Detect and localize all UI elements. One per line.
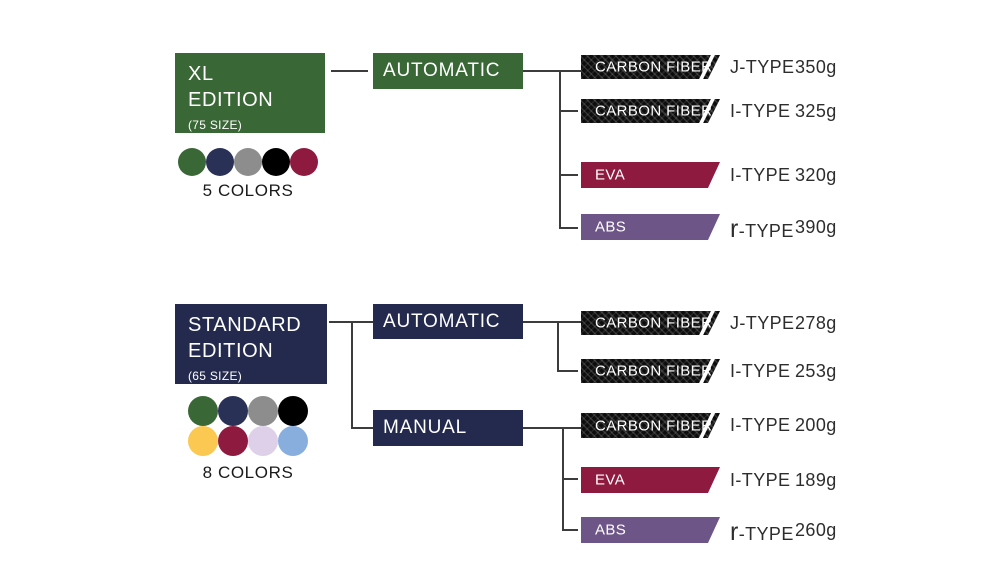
type-label: r-TYPE	[730, 215, 794, 243]
connector-line	[559, 110, 578, 112]
eva-shape	[581, 467, 720, 493]
abs-shape	[581, 517, 720, 543]
type-label: I-TYPE	[730, 470, 791, 490]
mode-label: AUTOMATIC	[383, 310, 501, 332]
edition-card-standard: STANDARD EDITION (65 SIZE)	[175, 304, 327, 384]
material-badge-carbon-fiber: CARBON FIBER	[581, 413, 720, 438]
swatch-dot	[188, 396, 218, 426]
connector-line	[523, 427, 581, 429]
carbon-texture	[581, 311, 720, 335]
connector-line	[557, 370, 578, 372]
swatch-dot	[290, 148, 318, 176]
material-label: ABS	[595, 521, 627, 539]
swatch-dot	[178, 148, 206, 176]
swatch-dot	[248, 426, 278, 456]
swatch-dot	[206, 148, 234, 176]
carbon-texture	[581, 99, 720, 123]
connector-line	[557, 321, 559, 372]
swatch-dot	[218, 396, 248, 426]
swatch-dot	[188, 426, 218, 456]
mode-label: MANUAL	[383, 417, 467, 438]
type-label: I-TYPE	[730, 165, 791, 185]
weight-label: 260g	[795, 520, 837, 540]
swatch-dot	[262, 148, 290, 176]
edition-title-line1: STANDARD	[188, 314, 302, 336]
mode-box-automatic-standard: AUTOMATIC	[373, 304, 523, 339]
edition-size: (75 SIZE)	[188, 118, 243, 132]
connector-line	[523, 321, 581, 323]
weight-label: 320g	[795, 165, 837, 185]
weight-label: 278g	[795, 313, 837, 333]
swatch-dot	[248, 396, 278, 426]
connector-line	[331, 70, 368, 72]
material-badge-carbon-fiber: CARBON FIBER	[581, 99, 720, 123]
swatch-count-label: 5 COLORS	[202, 181, 294, 200]
type-label: I-TYPE	[730, 415, 791, 435]
edition-size: (65 SIZE)	[188, 369, 243, 383]
swatch-dot	[278, 426, 308, 456]
connector-line	[562, 478, 578, 480]
weight-label: 390g	[795, 217, 837, 237]
material-label: ABS	[595, 218, 627, 236]
edition-card-xl: XL EDITION (75 SIZE)	[175, 53, 325, 133]
mode-label: AUTOMATIC	[383, 60, 501, 81]
material-badge-carbon-fiber: CARBON FIBER	[581, 311, 720, 335]
material-label: EVA	[595, 471, 626, 489]
eva-shape	[581, 162, 720, 188]
material-badge-carbon-fiber: CARBON FIBER	[581, 359, 720, 383]
material-badge-abs: ABS	[581, 517, 720, 543]
weight-label: 189g	[795, 470, 837, 490]
type-label: J-TYPE	[730, 57, 795, 77]
material-badge-eva: EVA	[581, 162, 720, 188]
material-badge-abs: ABS	[581, 214, 720, 240]
type-label: I-TYPE	[730, 361, 791, 381]
material-badge-eva: EVA	[581, 467, 720, 493]
weight-label: 325g	[795, 101, 837, 121]
type-label: r-TYPE	[730, 518, 794, 546]
carbon-texture	[581, 413, 720, 438]
swatch-count-label: 8 COLORS	[202, 463, 294, 482]
connector-line	[523, 70, 581, 72]
material-label: CARBON FIBER	[595, 314, 713, 332]
edition-title-line2: EDITION	[188, 89, 274, 111]
connector-line	[351, 321, 353, 428]
swatch-dot	[234, 148, 262, 176]
material-label: CARBON FIBER	[595, 417, 713, 434]
type-label: I-TYPE	[730, 101, 791, 121]
type-label: J-TYPE	[730, 313, 795, 333]
connector-line	[559, 174, 578, 176]
material-label: CARBON FIBER	[595, 58, 713, 76]
material-label: CARBON FIBER	[595, 102, 713, 120]
abs-shape	[581, 214, 720, 240]
connector-line	[351, 427, 373, 429]
weight-label: 200g	[795, 415, 837, 435]
material-label: CARBON FIBER	[595, 362, 713, 380]
weight-label: 350g	[795, 57, 837, 77]
connector-line	[562, 529, 578, 531]
material-badge-carbon-fiber: CARBON FIBER	[581, 55, 720, 79]
weight-label: 253g	[795, 361, 837, 381]
edition-title-line1: XL	[188, 63, 214, 85]
carbon-texture	[581, 359, 720, 383]
swatch-dot	[218, 426, 248, 456]
mode-box-automatic-xl: AUTOMATIC	[373, 53, 523, 89]
connector-line	[559, 70, 561, 229]
connector-line	[559, 227, 578, 229]
swatch-dot	[278, 396, 308, 426]
material-label: EVA	[595, 166, 626, 184]
carbon-texture	[581, 55, 720, 79]
mode-box-manual-standard: MANUAL	[373, 410, 523, 446]
edition-title-line2: EDITION	[188, 340, 274, 362]
